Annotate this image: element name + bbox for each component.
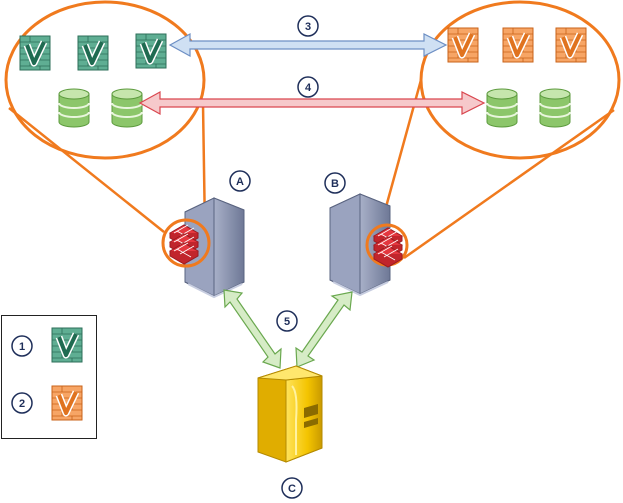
- connection-arrow-b-c: [295, 291, 353, 368]
- right-zone-ring: [419, 0, 621, 160]
- legend-item-2: 2: [11, 386, 82, 420]
- marker-5-label: 5: [284, 316, 290, 328]
- firewall-check-icon: [78, 36, 108, 70]
- server-a: [161, 197, 245, 299]
- terminal-c: [257, 365, 323, 463]
- database-icon: [111, 88, 143, 128]
- marker-4-label: 4: [305, 82, 312, 94]
- left-zone-ring: [4, 0, 206, 160]
- marker-4: 4: [297, 76, 319, 98]
- firewall-check-icon: [52, 328, 82, 362]
- marker-b: B: [324, 172, 346, 194]
- firewall-check-icon: [20, 36, 50, 70]
- database-icon: [539, 88, 571, 128]
- server-b: [329, 193, 409, 297]
- legend: 1 2: [1, 315, 97, 439]
- marker-a-label: A: [236, 176, 244, 188]
- server-a-firewall-ring: [161, 218, 211, 268]
- firewall-check-icon: [52, 386, 82, 420]
- marker-3: 3: [297, 15, 319, 37]
- sync-arrow-4: [138, 90, 486, 116]
- firewall-check-icon: [136, 34, 166, 68]
- right-zone-connector: [403, 108, 615, 260]
- firewall-check-icon: [448, 28, 478, 62]
- database-icon: [486, 88, 518, 128]
- left-zone-connector: [8, 107, 165, 233]
- marker-5: 5: [276, 310, 298, 332]
- marker-3-label: 3: [305, 21, 311, 33]
- legend-2-label: 2: [19, 398, 25, 410]
- legend-item-1: 1: [11, 328, 82, 362]
- sync-arrow-3: [168, 32, 448, 58]
- firewall-check-icon: [503, 28, 533, 62]
- marker-c-label: C: [288, 483, 296, 495]
- marker-b-label: B: [331, 178, 339, 190]
- legend-1-label: 1: [19, 341, 25, 353]
- firewall-check-icon: [556, 28, 586, 62]
- marker-a: A: [229, 170, 251, 192]
- marker-c: C: [281, 477, 303, 499]
- database-icon: [58, 88, 90, 128]
- connection-arrow-a-c: [223, 289, 282, 369]
